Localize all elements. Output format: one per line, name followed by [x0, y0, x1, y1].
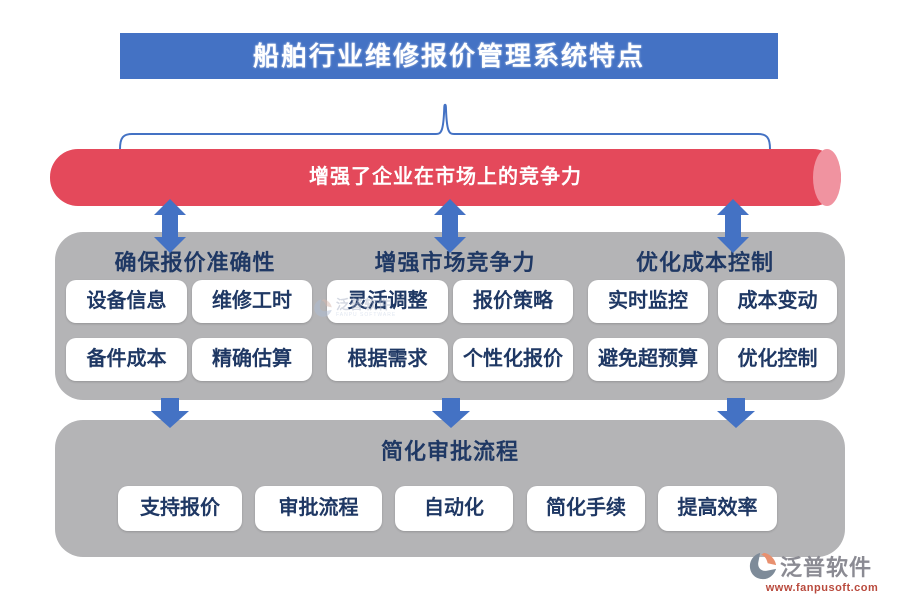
- column-heading: 确保报价准确性: [114, 250, 276, 275]
- feature-pill: 简化手续: [527, 486, 645, 531]
- down-arrow-icon: [151, 398, 189, 428]
- diagram-title: 船舶行业维修报价管理系统特点: [120, 33, 778, 79]
- approval-heading: 简化审批流程: [380, 439, 519, 464]
- column-heading: 增强市场竞争力: [374, 250, 536, 275]
- feature-pill: 自动化: [395, 486, 513, 531]
- feature-pill: 成本变动: [718, 280, 837, 323]
- features-panel: 确保报价准确性 增强市场竞争力 优化成本控制 设备信息 维修工时 灵活调整 报价…: [55, 232, 845, 400]
- feature-pill: 报价策略: [453, 280, 573, 323]
- double-arrow-icon: [434, 199, 466, 253]
- feature-pill: 精确估算: [192, 338, 312, 381]
- feature-pill: 避免超预算: [588, 338, 708, 381]
- footer-logo: 泛普软件 www.fanpusoft.com: [748, 550, 896, 594]
- feature-pill: 提高效率: [658, 486, 777, 531]
- feature-pill: 备件成本: [66, 338, 187, 381]
- top-banner-label: 增强了企业在市场上的竞争力: [309, 166, 582, 188]
- feature-pill: 审批流程: [255, 486, 382, 531]
- feature-pill: 个性化报价: [453, 338, 573, 381]
- feature-pill: 根据需求: [327, 338, 448, 381]
- cylinder-cap: [813, 149, 841, 206]
- column-heading: 优化成本控制: [635, 250, 774, 275]
- down-arrow-icon: [717, 398, 755, 428]
- feature-pill: 支持报价: [118, 486, 242, 531]
- feature-pill: 灵活调整: [327, 280, 448, 323]
- fanpu-logo-icon: [749, 552, 777, 580]
- feature-pill: 优化控制: [718, 338, 837, 381]
- approval-panel: 简化审批流程 支持报价 审批流程 自动化 简化手续 提高效率: [55, 420, 845, 557]
- footer-logo-name: 泛普软件: [780, 555, 873, 580]
- double-arrow-icon: [154, 199, 186, 253]
- feature-pill: 维修工时: [192, 280, 312, 323]
- down-arrow-icon: [432, 398, 470, 428]
- feature-pill: 设备信息: [66, 280, 187, 323]
- feature-pill: 实时监控: [588, 280, 708, 323]
- double-arrow-icon: [717, 199, 749, 253]
- footer-logo-url: www.fanpusoft.com: [765, 582, 879, 594]
- top-banner: 增强了企业在市场上的竞争力: [50, 149, 841, 206]
